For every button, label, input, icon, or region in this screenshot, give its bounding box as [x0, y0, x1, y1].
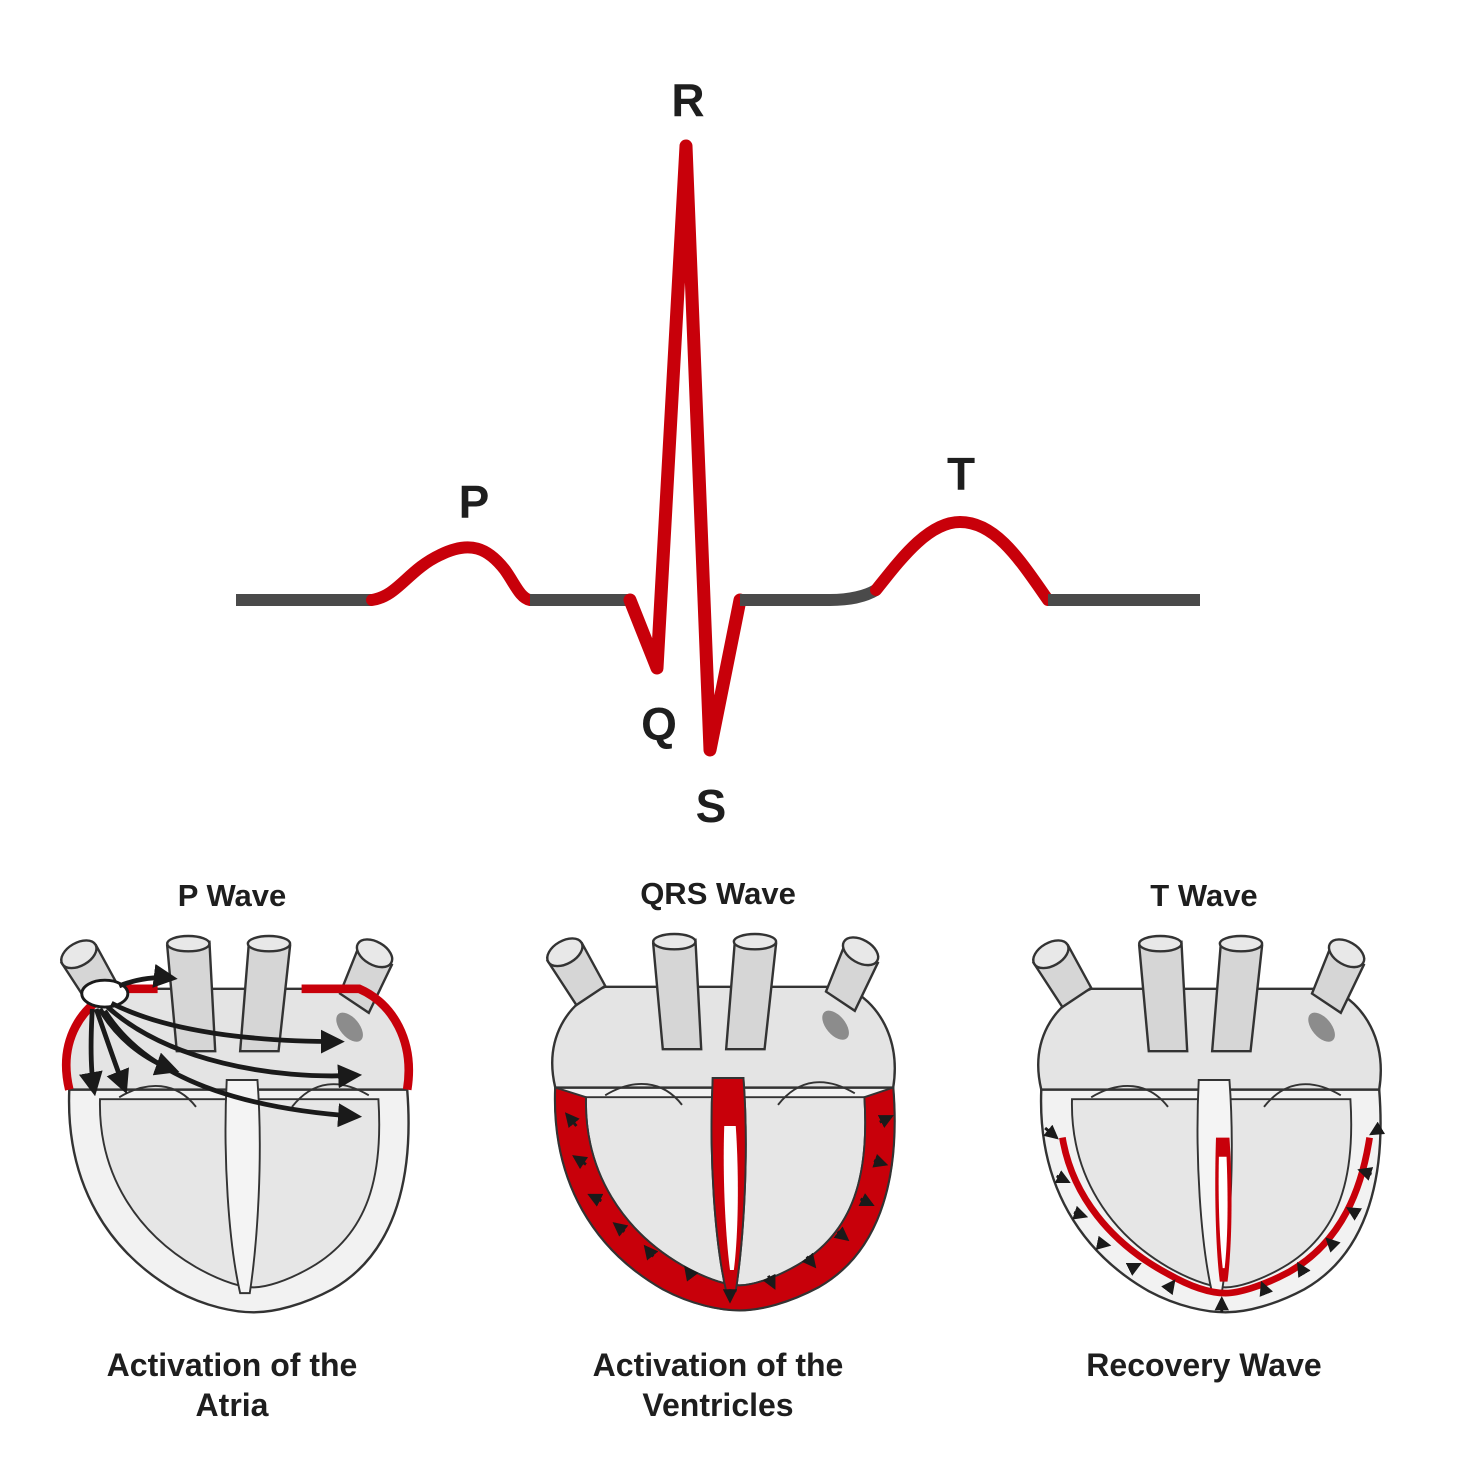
label-s: S [696, 780, 727, 832]
ecg-t-wave [870, 515, 1054, 606]
panel-caption-qrs-wave-line1: Activation of the [593, 1347, 844, 1383]
label-r: R [671, 74, 704, 126]
panel-title-qrs-wave: QRS Wave [640, 876, 796, 911]
label-t: T [947, 448, 975, 500]
panel-caption-t-wave-line1: Recovery Wave [1086, 1347, 1321, 1383]
ecg-baseline-st [740, 584, 880, 606]
heart-ventricles-illustration [541, 930, 896, 1312]
panel-caption-qrs-wave-line2: Ventricles [642, 1387, 793, 1423]
panel-title-t-wave: T Wave [1150, 878, 1257, 913]
panel-t-wave: T Wave Recove [1027, 878, 1386, 1383]
label-p: P [459, 476, 490, 528]
ecg-trace: R P T Q S [236, 74, 1200, 832]
ecg-qrs-complex [623, 139, 747, 757]
panel-caption-p-wave-line2: Atria [196, 1387, 269, 1423]
panel-qrs-wave: QRS Wave Acti [541, 876, 896, 1423]
panel-p-wave: P Wave Activation of the Atria [55, 878, 413, 1423]
ecg-p-wave [366, 541, 536, 606]
heart-atria-illustration [55, 932, 413, 1314]
panel-title-p-wave: P Wave [178, 878, 287, 913]
heart-recovery-illustration [1027, 932, 1386, 1314]
label-q: Q [641, 698, 677, 750]
panel-caption-p-wave-line1: Activation of the [107, 1347, 358, 1383]
